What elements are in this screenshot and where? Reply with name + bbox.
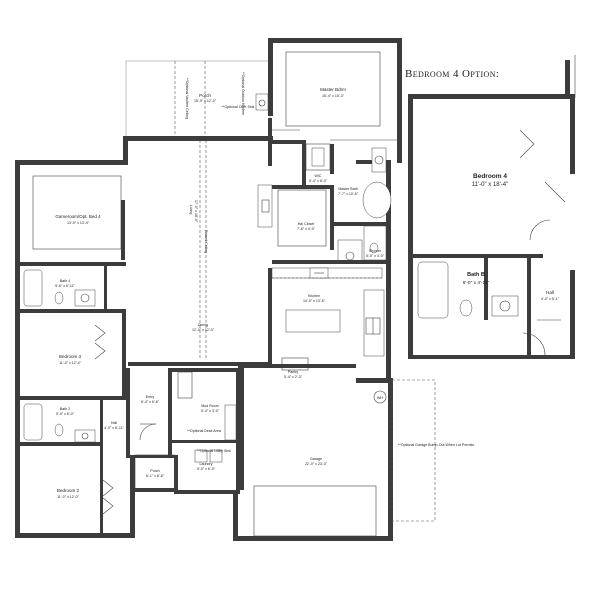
- bath4-dims: 5'-6" x 6'-11": [55, 284, 76, 288]
- hall-closet-label: Hal Closet: [298, 222, 315, 226]
- laundry-dims: 5'-0" x 6'-0": [197, 467, 216, 471]
- option-bedroom4-dims: 11'-0" x 18'-4": [472, 182, 508, 188]
- garage-label: Garage: [310, 457, 322, 461]
- option-bath-b-dims: 6'-0" x 4'-11": [463, 280, 490, 286]
- bath2-dims: 5'-0" x 8'-0": [56, 412, 75, 416]
- mud-room-label: Mud Room: [201, 404, 219, 408]
- entry-dims: 6'-4" x 6'-6": [141, 400, 160, 404]
- option-hall-label: Hall: [546, 290, 554, 295]
- option-hall-dims: 4'-0" x 5'-1": [541, 297, 560, 301]
- porch-front-label: Porch: [150, 469, 159, 473]
- mud-room-dims: 5'-4" x 3'-0": [201, 409, 220, 413]
- gameroom-dims: 13'-9" x 13'-4": [67, 221, 90, 225]
- bedroom3-dims: 11'-0" x 12'-4": [59, 361, 82, 365]
- bedroom2: [100, 446, 114, 533]
- optional-odk-sink-label: **Optional ODK Sink: [222, 105, 255, 109]
- gameroom-label: Gameroom/Opt. Bed 4: [55, 214, 101, 219]
- bedroom2-label: Bedroom 2: [57, 488, 80, 493]
- master-bath-label: Master Bath: [338, 187, 357, 191]
- master-bedroom: [268, 38, 402, 163]
- gameroom: [20, 175, 126, 266]
- hall-closet-dims: 7'-6" x 4'-0": [297, 227, 316, 231]
- hall-entry: [126, 368, 178, 458]
- living-dims: 17'-0" x 18'-0": [194, 200, 198, 223]
- porch-rear-dims: 15'-0" x 12'-0": [194, 99, 217, 103]
- shower-dims: 5'-0" x 4'-0": [366, 254, 385, 258]
- garage: [240, 364, 436, 537]
- bedroom2-dims: 11'-0" x 12'-0": [57, 495, 80, 499]
- laundry-label: Laundry: [200, 462, 213, 466]
- dining-label: Dining: [198, 323, 208, 327]
- option-bath-b-label: Bath B: [467, 272, 485, 278]
- option-title: Bedroom 4 Option:: [405, 68, 499, 80]
- bedroom4-option-panel: [408, 55, 576, 359]
- bedroom3: [20, 313, 126, 400]
- kitchen-label: Kitchen: [308, 294, 320, 298]
- mud-room-laundry: [172, 368, 240, 494]
- wic-master-label: WIC: [315, 174, 322, 178]
- hall-dims: 4'-0" x 8'-11": [104, 426, 125, 430]
- garage-dims: 22'-0" x 23'-0": [305, 462, 328, 466]
- bath2: [20, 400, 103, 446]
- bath4: [20, 266, 126, 313]
- entry-label: Entry: [146, 395, 155, 399]
- master-bath-dims: 7'-7" x 10'-6": [338, 192, 359, 196]
- optional-vaulted-ceiling-label: **Optional Vaulted Ceiling: [185, 78, 189, 119]
- front-porch: [134, 454, 176, 491]
- hall-label: Hall: [111, 421, 117, 425]
- optional-utility-sink-label: **Optional Utility Sink: [197, 449, 231, 453]
- bath4-label: Bath 4: [60, 279, 70, 283]
- wh-label: WH: [377, 396, 383, 400]
- raised-ceiling-label: Raised Ceiling: [204, 230, 208, 253]
- optional-outdoor-kitchen-label: **Optional Outdoor Kitchen: [241, 72, 245, 115]
- pantry-label: Pantry: [288, 370, 299, 374]
- exterior-walls: [15, 136, 393, 541]
- optional-desk-label: **Optional Desk Area: [187, 429, 221, 433]
- porch-front-dims: 6'-1" x 8'-6": [146, 474, 165, 478]
- option-bedroom4-label: Bedroom 4: [473, 173, 507, 180]
- bath2-label: Bath 2: [60, 407, 70, 411]
- shower-label: Shower: [369, 249, 382, 253]
- master-suite: [257, 118, 392, 264]
- kitchen-dims: 14'-0" x 13'-6": [303, 299, 326, 303]
- kitchen: [238, 267, 385, 371]
- master-bdrm-dims: 15'-4" x 15'-3": [322, 94, 345, 98]
- dining-south-wall: [128, 362, 268, 366]
- porch-rear-label: Porch: [199, 93, 211, 98]
- dining-dims: 12'-0" x 12'-0": [192, 328, 215, 332]
- living-label: Living: [189, 205, 193, 214]
- optional-garage-bumpout-label: **Optional Garage Bump-Out When Lot Perm…: [398, 443, 474, 447]
- pantry-dims: 5'-4" x 2'-3": [284, 375, 303, 379]
- master-bdrm-label: Master Bdrm: [320, 87, 346, 92]
- bedroom3-label: Bedroom 3: [59, 354, 82, 359]
- wic-master-dims: 5'-4" x 8'-0": [309, 179, 328, 183]
